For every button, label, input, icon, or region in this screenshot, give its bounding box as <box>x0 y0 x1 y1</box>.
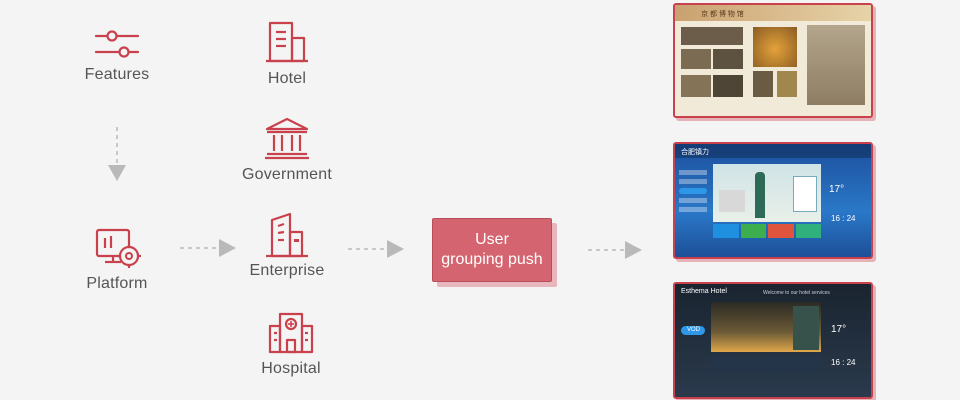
push-line1: User <box>475 231 509 248</box>
hospital-label: Hospital <box>261 360 321 377</box>
hotel-welcome: Welcome to our hotel services <box>763 290 830 296</box>
features-node: Features <box>70 28 164 84</box>
tv-time: 16 : 24 <box>831 214 856 223</box>
arrow-right-icon <box>625 241 642 259</box>
tv-brand: 合肥镇力 <box>681 149 709 156</box>
hotel-portal-screen-thumbnail: Esthema Hotel Welcome to our hotel servi… <box>673 282 873 399</box>
hotel-node: Hotel <box>240 20 334 88</box>
tv-top-bar <box>675 144 871 158</box>
vod-label: VOD <box>687 327 701 333</box>
tv-promo-banner <box>713 164 821 222</box>
tv-app-tiles <box>713 224 821 238</box>
vod-menu-item[interactable] <box>681 326 705 335</box>
hotel-temperature: 17° <box>831 324 847 335</box>
government-node: Government <box>234 116 340 184</box>
hospital-node: Hospital <box>244 310 338 378</box>
government-building-icon <box>265 117 309 160</box>
museum-thumb <box>681 27 743 45</box>
enterprise-building-icon <box>266 212 308 258</box>
arrow-right-icon <box>387 240 404 258</box>
tv-temperature: 17° <box>829 184 845 195</box>
museum-thumb <box>713 75 743 97</box>
museum-thumb <box>753 71 773 97</box>
government-label: Government <box>241 166 333 183</box>
museum-thumb <box>713 49 743 69</box>
museum-screen-thumbnail: 京 都 博 物 馆 <box>673 3 873 118</box>
museum-header-bar <box>675 5 871 21</box>
hotel-brand: Esthema Hotel <box>681 288 727 295</box>
hospital-building-icon <box>268 312 314 354</box>
museum-thumb <box>681 75 711 97</box>
museum-thumb <box>777 71 797 97</box>
museum-artifact-image <box>753 27 797 67</box>
enterprise-label: Enterprise <box>249 262 325 279</box>
arrow-right-icon <box>219 239 236 257</box>
hotel-time: 16 : 24 <box>831 358 856 367</box>
museum-mural-image <box>807 25 865 105</box>
user-grouping-push-button[interactable]: User grouping push <box>432 218 552 282</box>
platform-label: Platform <box>86 275 148 292</box>
monitor-gear-icon <box>95 228 141 268</box>
tv-portal-screen-thumbnail: 合肥镇力 17° 16 : 24 <box>673 142 873 259</box>
tv-side-menu <box>679 166 707 240</box>
arrow-down-icon <box>108 165 126 181</box>
museum-header-text: 京 都 博 物 馆 <box>701 11 744 18</box>
hotel-pool-photo <box>793 306 819 350</box>
sliders-icon <box>94 30 140 58</box>
museum-thumb <box>681 49 711 69</box>
platform-node: Platform <box>70 226 164 293</box>
hotel-building-icon <box>266 21 308 63</box>
enterprise-node: Enterprise <box>238 212 336 280</box>
hotel-label: Hotel <box>267 70 307 87</box>
hotel-service-icons <box>711 356 821 372</box>
features-label: Features <box>84 66 150 83</box>
push-line2: grouping push <box>441 251 543 268</box>
